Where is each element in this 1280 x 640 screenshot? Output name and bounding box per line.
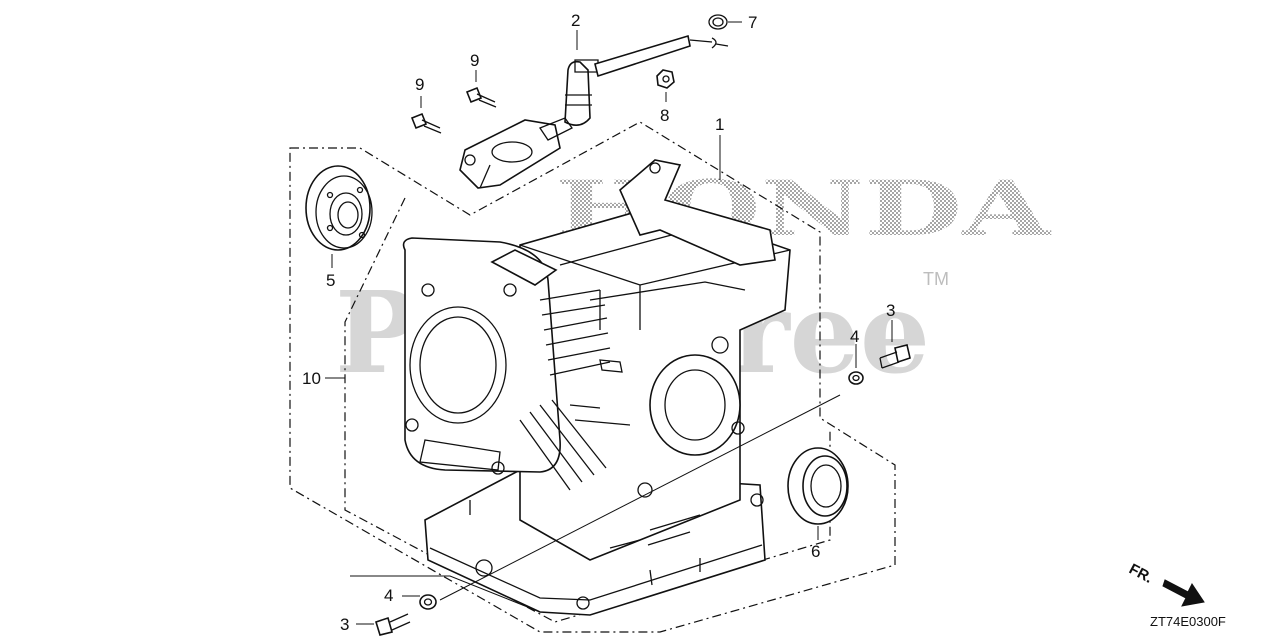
flange-bolt-9-right: [465, 86, 497, 108]
callout-6: 6: [811, 542, 820, 561]
callout-9-left: 9: [415, 75, 424, 94]
o-ring-inner: [712, 17, 724, 27]
leader-lines: [325, 21, 893, 625]
diagram-code: ZT74E0300F: [1150, 614, 1226, 629]
assembly-boundary-outer: [289, 121, 896, 633]
breather-tube: [564, 34, 729, 126]
callout-9-right: 9: [470, 51, 479, 70]
callout-4-left: 4: [384, 586, 393, 605]
callout-3-left: 3: [340, 615, 349, 634]
trademark-mark: TM: [923, 269, 949, 289]
callout-8: 8: [660, 106, 669, 125]
flange-bolt-3-left: [375, 613, 411, 636]
direction-label: FR.: [1126, 561, 1155, 587]
washer-4-right: [848, 371, 864, 385]
flange-bolt-9-left: [410, 112, 442, 134]
callout-10: 10: [302, 369, 321, 388]
grommet: [656, 69, 675, 89]
front-arrow-icon: [1162, 579, 1205, 607]
callout-1: 1: [715, 115, 724, 134]
bearing: [305, 165, 373, 251]
flange-bolt-3-right: [879, 344, 911, 369]
callout-2: 2: [571, 11, 580, 30]
breather-cover: [459, 117, 573, 189]
callout-5: 5: [326, 271, 335, 290]
callout-4-right: 4: [850, 327, 859, 346]
callout-7: 7: [748, 13, 757, 32]
callout-3-right: 3: [886, 301, 895, 320]
washer-4-left: [419, 594, 437, 610]
front-direction-indicator: FR.: [1126, 561, 1205, 607]
cylinder-crankcase: [402, 159, 791, 616]
o-ring: [708, 14, 728, 30]
oil-seal: [787, 447, 849, 525]
